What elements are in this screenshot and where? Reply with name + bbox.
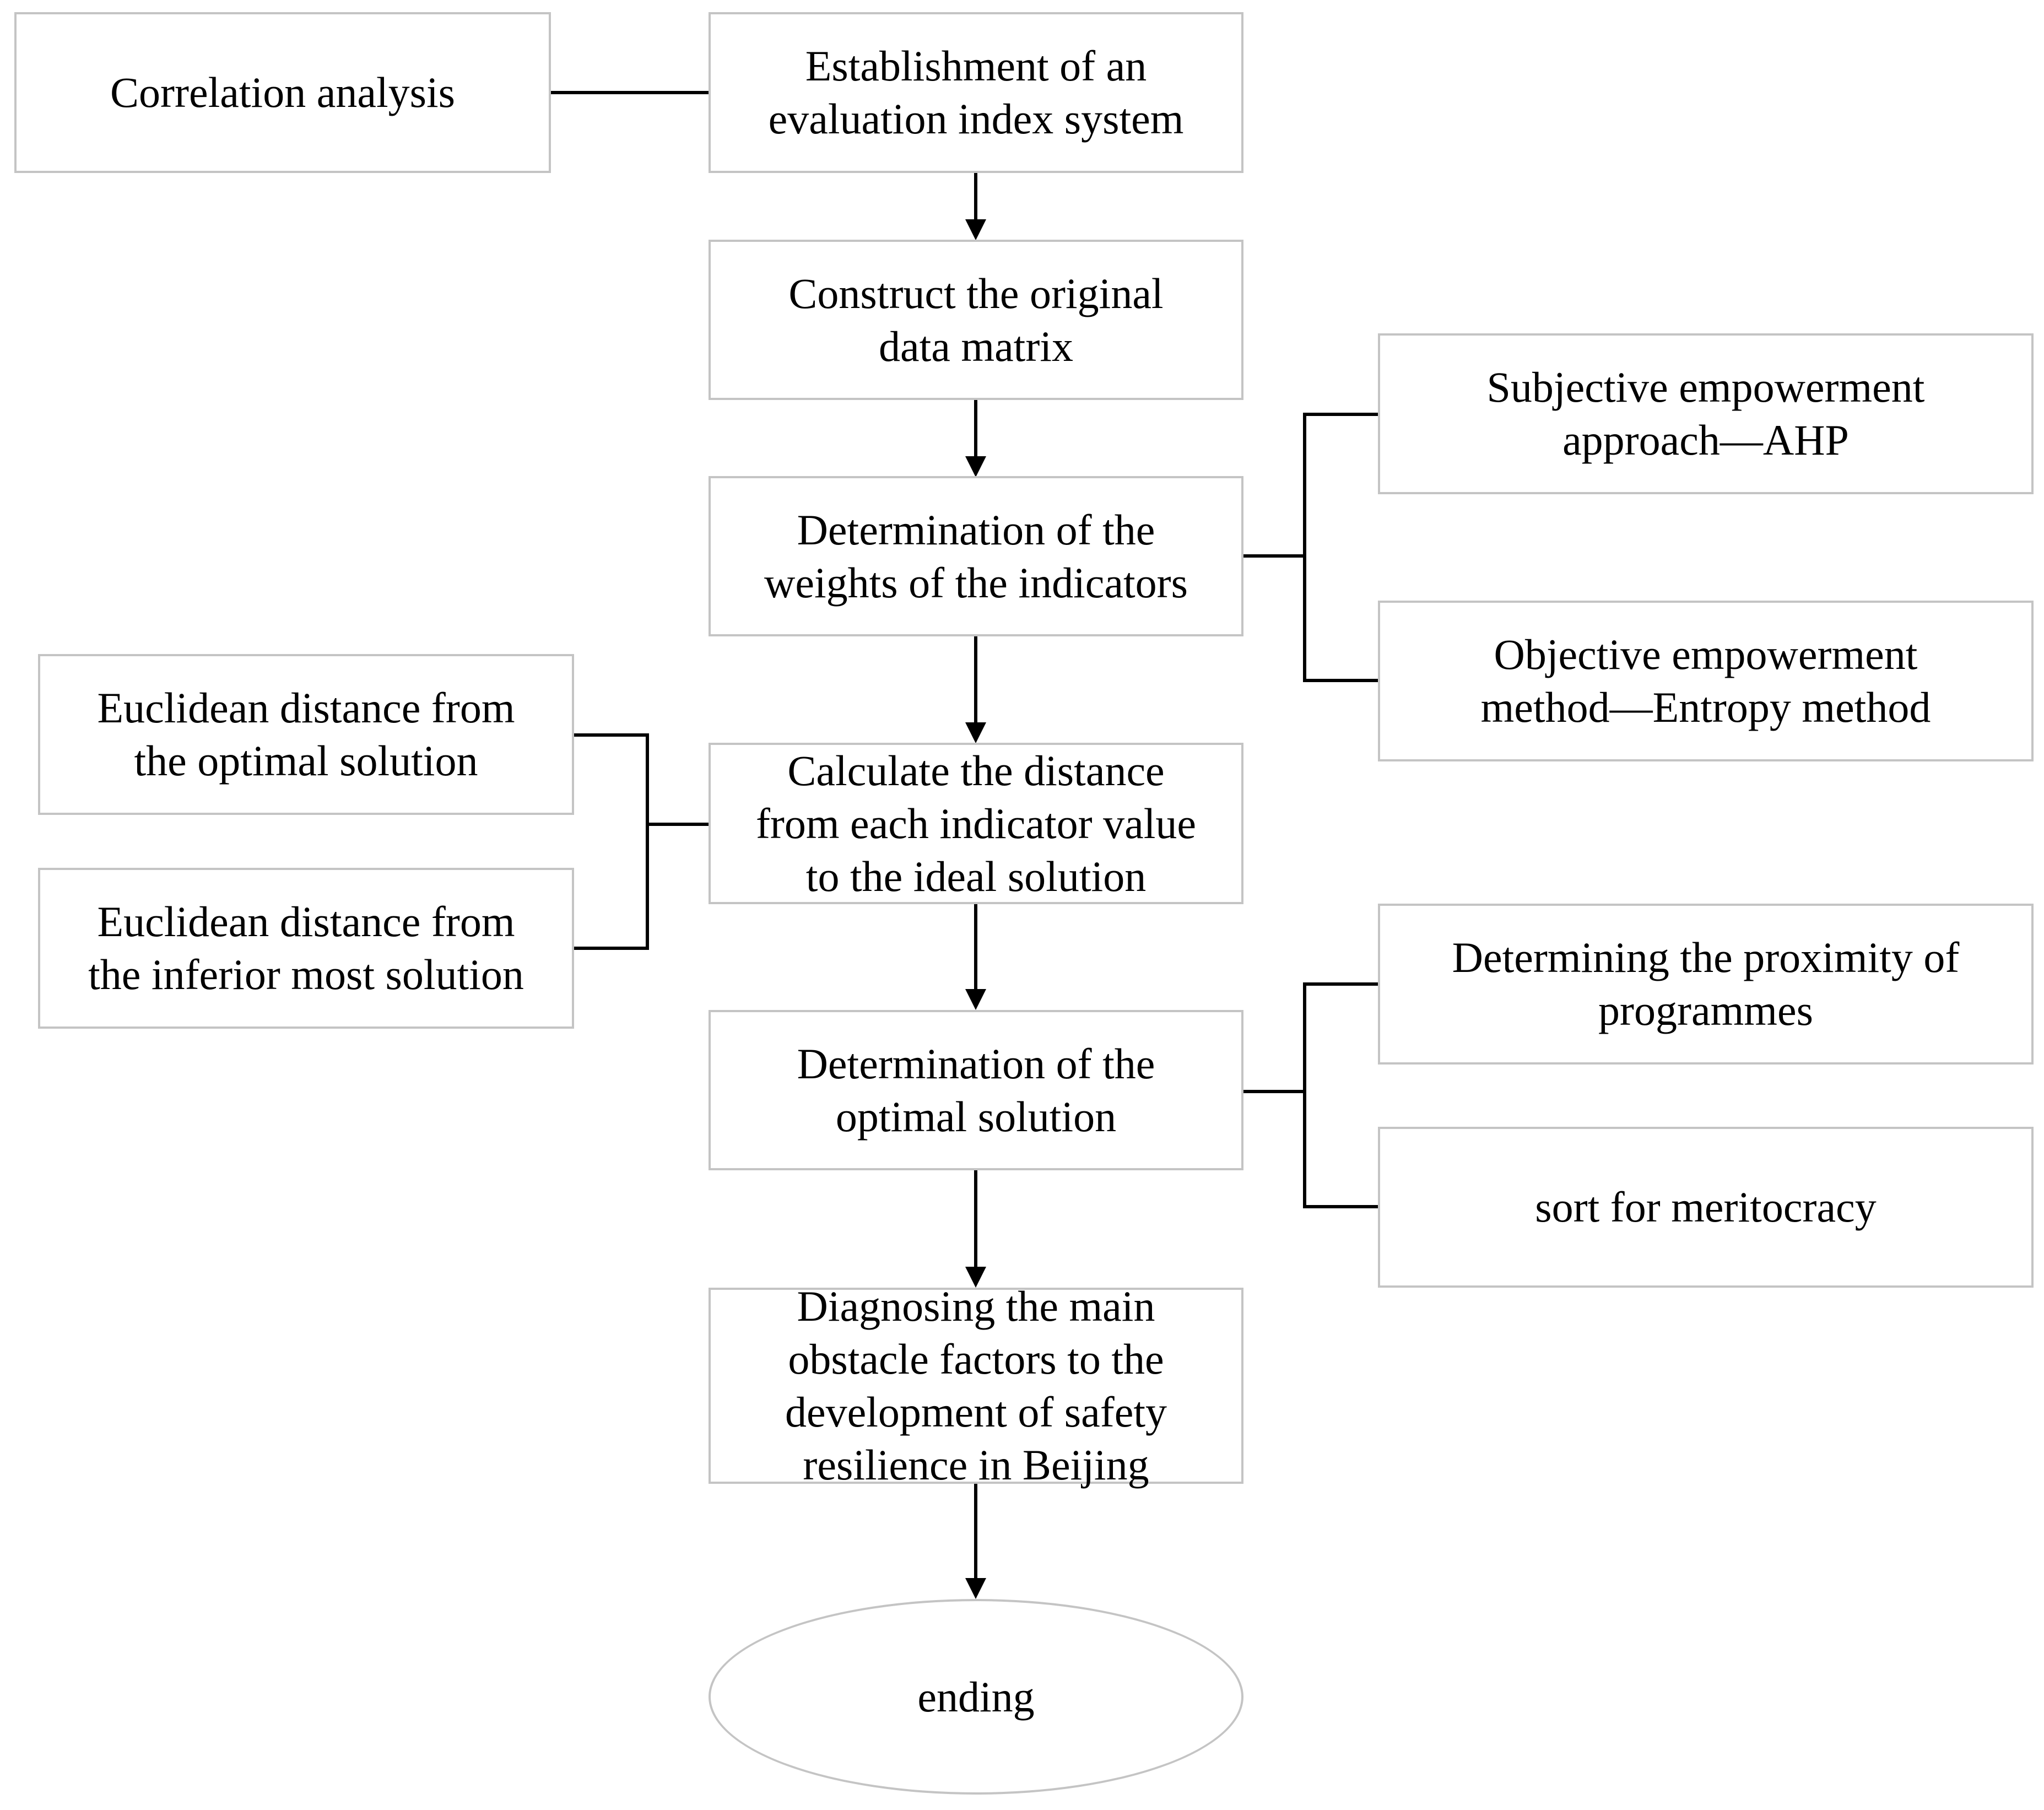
construct-matrix-label: Construct the original data matrix — [788, 269, 1164, 370]
construct-matrix-box: Construct the original data matrix — [709, 240, 1243, 400]
calculate-distance-label: Calculate the distance from each indicat… — [755, 746, 1197, 900]
arrow-head — [965, 989, 986, 1010]
diagnosing-label: Diagnosing the main obstacle factors to … — [785, 1282, 1167, 1489]
proximity-box: Determining the proximity of programmes — [1378, 904, 2034, 1065]
objective-method-box: Objective empowerment method—Entropy met… — [1378, 601, 2034, 761]
euclidean-optimal-label: Euclidean distance from the optimal solu… — [97, 684, 515, 785]
ending-label: ending — [917, 1672, 1035, 1721]
bracket-weights-methods — [1303, 413, 1378, 682]
ending-terminal: ending — [709, 1599, 1243, 1795]
subjective-method-label: Subjective empowerment approach—AHP — [1486, 363, 1925, 464]
correlation-analysis-label: Correlation analysis — [110, 68, 456, 116]
arrow-head — [965, 1578, 986, 1599]
optimal-solution-label: Determination of the optimal solution — [797, 1039, 1155, 1141]
establishment-label: Establishment of an evaluation index sys… — [768, 42, 1184, 143]
euclidean-inferior-label: Euclidean distance from the inferior mos… — [88, 898, 524, 998]
bracket-optimal-steps — [1303, 982, 1378, 1208]
weights-box: Determination of the weights of the indi… — [709, 476, 1243, 636]
arrow-head — [965, 1267, 986, 1288]
bracket-euclidean-distances — [574, 733, 649, 950]
euclidean-inferior-box: Euclidean distance from the inferior mos… — [38, 868, 574, 1029]
diagnosing-box: Diagnosing the main obstacle factors to … — [709, 1282, 1243, 1489]
sort-meritocracy-label: sort for meritocracy — [1535, 1183, 1877, 1231]
subjective-method-box: Subjective empowerment approach—AHP — [1378, 333, 2034, 494]
arrow-head — [965, 722, 986, 743]
euclidean-optimal-box: Euclidean distance from the optimal solu… — [38, 654, 574, 815]
weights-label: Determination of the weights of the indi… — [764, 505, 1188, 607]
arrow-head — [965, 219, 986, 240]
arrow-head — [965, 456, 986, 477]
calculate-distance-box: Calculate the distance from each indicat… — [709, 743, 1243, 904]
correlation-analysis-box: Correlation analysis — [14, 12, 551, 173]
proximity-label: Determining the proximity of programmes — [1452, 933, 1960, 1034]
objective-method-label: Objective empowerment method—Entropy met… — [1480, 630, 1931, 731]
sort-meritocracy-box: sort for meritocracy — [1378, 1127, 2034, 1288]
establishment-box: Establishment of an evaluation index sys… — [709, 12, 1243, 173]
optimal-solution-box: Determination of the optimal solution — [709, 1010, 1243, 1170]
